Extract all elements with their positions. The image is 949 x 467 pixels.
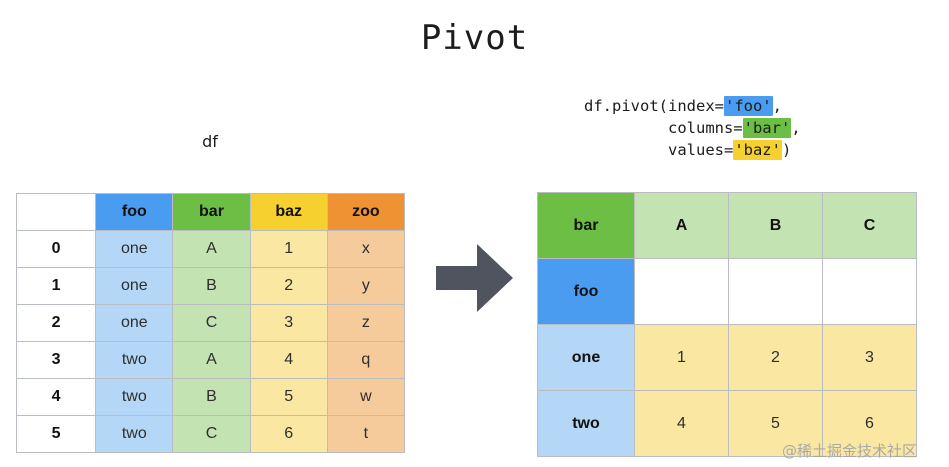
source-index-cell: 0: [15, 230, 97, 268]
source-cell-zoo: x: [326, 230, 406, 268]
code-line3-suffix: ): [781, 141, 792, 159]
table-row: 3 two A 4 q: [15, 341, 406, 379]
source-cell-zoo: y: [326, 267, 406, 305]
source-dataframe-table: foo bar baz zoo 0 one A 1 x 1 one B 2 y …: [15, 193, 406, 453]
code-line2-suffix: ,: [791, 119, 801, 137]
source-cell-bar: B: [172, 267, 251, 305]
pivot-index-name-row: foo: [537, 258, 917, 325]
table-row: two 4 5 6: [537, 390, 917, 457]
pivot-columns-header-row: bar A B C: [537, 192, 917, 259]
source-index-cell: 2: [15, 304, 97, 342]
table-row: 5 two C 6 t: [15, 415, 406, 453]
pivot-spacer-cell: [728, 258, 823, 325]
page-title: Pivot: [420, 18, 529, 58]
pivot-value-cell: 3: [822, 324, 917, 391]
source-cell-bar: A: [172, 341, 251, 379]
pivot-value-cell: 2: [728, 324, 823, 391]
source-cell-foo: two: [95, 341, 174, 379]
code-line1-suffix: ,: [772, 97, 782, 115]
source-cell-baz: 1: [249, 230, 328, 268]
pivot-value-cell: 6: [822, 390, 917, 457]
pivot-column-header-c: C: [822, 192, 917, 259]
source-cell-bar: B: [172, 378, 251, 416]
pivot-column-header-b: B: [728, 192, 823, 259]
pivot-value-cell: 1: [634, 324, 729, 391]
code-line2-prefix: columns=: [584, 119, 743, 137]
pivot-value-cell: 5: [728, 390, 823, 457]
code-line3-prefix: values=: [584, 141, 734, 159]
table-row: 4 two B 5 w: [15, 378, 406, 416]
table-header-row: foo bar baz zoo: [15, 193, 406, 231]
source-cell-baz: 5: [249, 378, 328, 416]
source-index-cell: 1: [15, 267, 97, 305]
pivot-code-snippet: df.pivot(index='foo', columns='bar', val…: [584, 95, 801, 161]
source-cell-baz: 3: [249, 304, 328, 342]
source-column-header-foo: foo: [95, 193, 174, 231]
table-row: 2 one C 3 z: [15, 304, 406, 342]
source-index-header: [15, 193, 97, 231]
source-cell-foo: one: [95, 230, 174, 268]
source-cell-zoo: q: [326, 341, 406, 379]
source-table-caption: df: [202, 132, 218, 151]
source-cell-zoo: t: [326, 415, 406, 453]
source-index-cell: 5: [15, 415, 97, 453]
watermark: @稀土掘金技术社区: [782, 442, 918, 460]
source-cell-zoo: w: [326, 378, 406, 416]
source-cell-baz: 2: [249, 267, 328, 305]
table-row: 1 one B 2 y: [15, 267, 406, 305]
source-column-header-baz: baz: [249, 193, 328, 231]
pivot-index-cell: two: [537, 390, 635, 457]
code-highlight-bar: 'bar': [742, 118, 792, 138]
source-index-cell: 4: [15, 378, 97, 416]
source-cell-bar: C: [172, 304, 251, 342]
source-cell-baz: 6: [249, 415, 328, 453]
source-column-header-zoo: zoo: [326, 193, 406, 231]
source-cell-foo: one: [95, 267, 174, 305]
pivot-columns-name: bar: [537, 192, 635, 259]
source-column-header-bar: bar: [172, 193, 251, 231]
right-arrow-icon: [436, 243, 514, 313]
code-line1-prefix: df.pivot(index=: [584, 97, 724, 115]
source-cell-foo: two: [95, 378, 174, 416]
source-cell-zoo: z: [326, 304, 406, 342]
source-cell-baz: 4: [249, 341, 328, 379]
pivot-result-table: bar A B C foo one 1 2 3 two 4 5 6: [537, 192, 917, 457]
code-highlight-foo: 'foo': [723, 96, 773, 116]
pivot-index-cell: one: [537, 324, 635, 391]
source-cell-bar: A: [172, 230, 251, 268]
code-highlight-baz: 'baz': [733, 140, 782, 160]
source-cell-bar: C: [172, 415, 251, 453]
pivot-column-header-a: A: [634, 192, 729, 259]
pivot-spacer-cell: [634, 258, 729, 325]
table-row: 0 one A 1 x: [15, 230, 406, 268]
pivot-value-cell: 4: [634, 390, 729, 457]
pivot-spacer-cell: [822, 258, 917, 325]
source-cell-foo: two: [95, 415, 174, 453]
table-row: one 1 2 3: [537, 324, 917, 391]
source-cell-foo: one: [95, 304, 174, 342]
source-index-cell: 3: [15, 341, 97, 379]
pivot-index-name: foo: [537, 258, 635, 325]
